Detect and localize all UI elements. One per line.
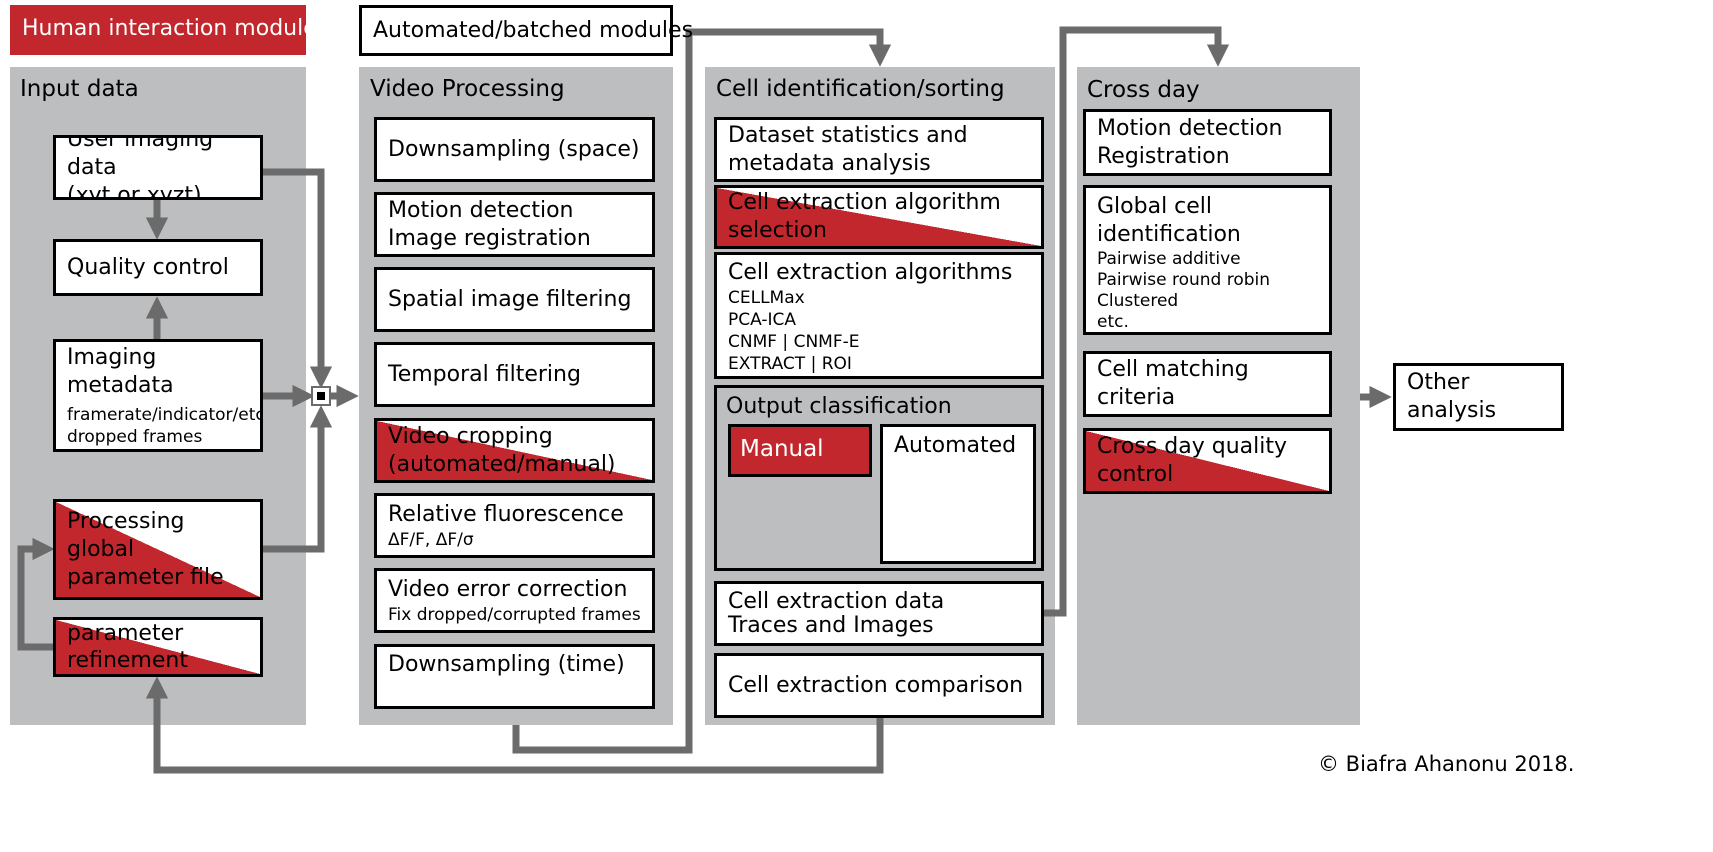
- cross-day-title: Cross day: [1087, 77, 1200, 103]
- crossday-qc-line2: control: [1097, 462, 1174, 487]
- relative-fluorescence-title: Relative fluorescence: [388, 501, 624, 527]
- algorithm-item: PCA-ICA: [728, 310, 797, 330]
- output-classification-panel: Output classification Manual Automated: [714, 385, 1044, 571]
- extraction-data-line2: Traces and Images: [728, 612, 934, 638]
- crossday-motion-line2: Registration: [1097, 143, 1230, 169]
- dataset-statistics-box[interactable]: Dataset statistics and metadata analysis: [714, 117, 1044, 182]
- cell-identification-title: Cell identification/sorting: [716, 76, 1005, 102]
- arrow-refinement-loop: [17, 537, 55, 651]
- param-refine-line1: parameter: [67, 621, 184, 646]
- crossday-quality-control-box[interactable]: Cross day quality control: [1083, 428, 1332, 494]
- legend-human-interaction: Human interaction modules: [10, 5, 328, 55]
- algorithm-item: CNMF | CNMF-E: [728, 332, 860, 352]
- arrow-global-to-junction: [262, 405, 333, 553]
- downsampling-space-label: Downsampling (space): [388, 136, 640, 162]
- cropping-line1: Video cropping: [388, 423, 553, 449]
- downsampling-time-label: Downsampling (time): [388, 652, 625, 677]
- copyright-notice: © Biafra Ahanonu 2018.: [1318, 752, 1575, 776]
- cell-extraction-comparison-box[interactable]: Cell extraction comparison: [714, 653, 1044, 718]
- user-imaging-line1: User imaging data: [67, 135, 214, 180]
- video-error-correction-box[interactable]: Video error correction Fix dropped/corru…: [374, 568, 655, 633]
- algo-select-line2: selection: [728, 218, 827, 243]
- global-param-line1: Processing global: [67, 508, 185, 562]
- temporal-filtering-label: Temporal filtering: [388, 361, 581, 387]
- global-param-line2: parameter file: [67, 564, 224, 590]
- imaging-metadata-line1: framerate/indicator/etc.: [67, 404, 263, 425]
- imaging-metadata-line2: dropped frames: [67, 426, 203, 447]
- input-data-title: Input data: [20, 76, 139, 102]
- crossday-motion-line1: Motion detection: [1097, 115, 1283, 141]
- output-classification-title: Output classification: [726, 394, 952, 419]
- user-imaging-data-box[interactable]: User imaging data (xyt or xyzt): [53, 135, 263, 200]
- relative-fluorescence-box[interactable]: Relative fluorescence ΔF/F, ΔF/σ: [374, 493, 655, 558]
- motion-line1: Motion detection: [388, 197, 574, 223]
- comparison-label: Cell extraction comparison: [728, 672, 1024, 698]
- global-method-item: etc.: [1097, 312, 1129, 332]
- arrow-video-to-cells: [512, 28, 892, 754]
- stats-line1: Dataset statistics and: [728, 122, 968, 148]
- stats-line2: metadata analysis: [728, 150, 931, 176]
- algorithm-item: CELLMax: [728, 288, 805, 308]
- junction-node-core: [317, 392, 325, 400]
- quality-control-box[interactable]: Quality control: [53, 239, 263, 296]
- other-analysis-box[interactable]: Other analysis: [1393, 363, 1564, 431]
- algorithm-item: EXTRACT | ROI: [728, 354, 852, 374]
- arrow-comparison-to-refinement: [145, 676, 884, 774]
- arrow-user-to-junction: [262, 168, 333, 389]
- spatial-filtering-box[interactable]: Spatial image filtering: [374, 267, 655, 332]
- algo-select-line1: Cell extraction algorithm: [728, 190, 1001, 215]
- cell-extraction-data-box[interactable]: Cell extraction data Traces and Images: [714, 581, 1044, 646]
- global-method-item: Clustered: [1097, 291, 1179, 311]
- arrow-data-to-crossday: [1043, 26, 1230, 617]
- imaging-metadata-box[interactable]: Imaging metadata framerate/indicator/etc…: [53, 339, 263, 452]
- downsampling-time-box[interactable]: Downsampling (time): [374, 644, 655, 709]
- other-analysis-label: Other analysis: [1407, 370, 1497, 423]
- extraction-data-line1: Cell extraction data: [728, 588, 945, 614]
- global-title-line2: identification: [1097, 222, 1241, 247]
- global-method-item: Pairwise round robin: [1097, 270, 1271, 290]
- motion-line2: Image registration: [388, 225, 591, 251]
- algorithm-selection-box[interactable]: Cell extraction algorithm selection: [714, 185, 1044, 249]
- video-cropping-box[interactable]: Video cropping (automated/manual): [374, 418, 655, 483]
- parameter-refinement-box[interactable]: parameter refinement: [53, 617, 263, 677]
- quality-control-label: Quality control: [67, 254, 229, 280]
- crossday-motion-box[interactable]: Motion detection Registration: [1083, 109, 1332, 176]
- relative-fluorescence-sub: ΔF/F, ΔF/σ: [388, 529, 474, 550]
- spatial-filtering-label: Spatial image filtering: [388, 286, 632, 312]
- cropping-line2: (automated/manual): [388, 451, 616, 477]
- downsampling-space-box[interactable]: Downsampling (space): [374, 117, 655, 182]
- legend-automated-label: Automated/batched modules: [373, 18, 694, 43]
- error-correction-sub: Fix dropped/corrupted frames: [388, 604, 641, 625]
- video-processing-title: Video Processing: [370, 76, 565, 102]
- imaging-metadata-title: Imaging metadata: [67, 344, 174, 398]
- automated-classification-box[interactable]: Automated: [880, 424, 1036, 564]
- global-method-item: Pairwise additive: [1097, 249, 1241, 269]
- cell-matching-criteria-box[interactable]: Cell matching criteria: [1083, 351, 1332, 417]
- matching-label: Cell matching criteria: [1097, 357, 1249, 410]
- legend-automated: Automated/batched modules: [359, 5, 693, 56]
- param-refine-line2: refinement: [67, 648, 188, 673]
- legend-human-label: Human interaction modules: [22, 16, 329, 41]
- user-imaging-line2: (xyt or xyzt): [67, 182, 202, 200]
- global-parameter-file-box[interactable]: Processing global parameter file: [53, 499, 263, 600]
- manual-label: Manual: [740, 436, 824, 462]
- manual-classification-button[interactable]: Manual: [728, 424, 872, 477]
- global-cell-identification-box[interactable]: Global cell identification Pairwise addi…: [1083, 185, 1332, 335]
- automated-label: Automated: [894, 433, 1017, 458]
- crossday-qc-line1: Cross day quality: [1097, 434, 1288, 459]
- algorithms-title: Cell extraction algorithms: [728, 260, 1013, 285]
- extraction-algorithms-box[interactable]: Cell extraction algorithms CELLMax PCA-I…: [714, 252, 1044, 379]
- error-correction-title: Video error correction: [388, 576, 628, 602]
- global-title-line1: Global cell: [1097, 194, 1213, 219]
- temporal-filtering-box[interactable]: Temporal filtering: [374, 342, 655, 407]
- motion-detection-box[interactable]: Motion detection Image registration: [374, 192, 655, 257]
